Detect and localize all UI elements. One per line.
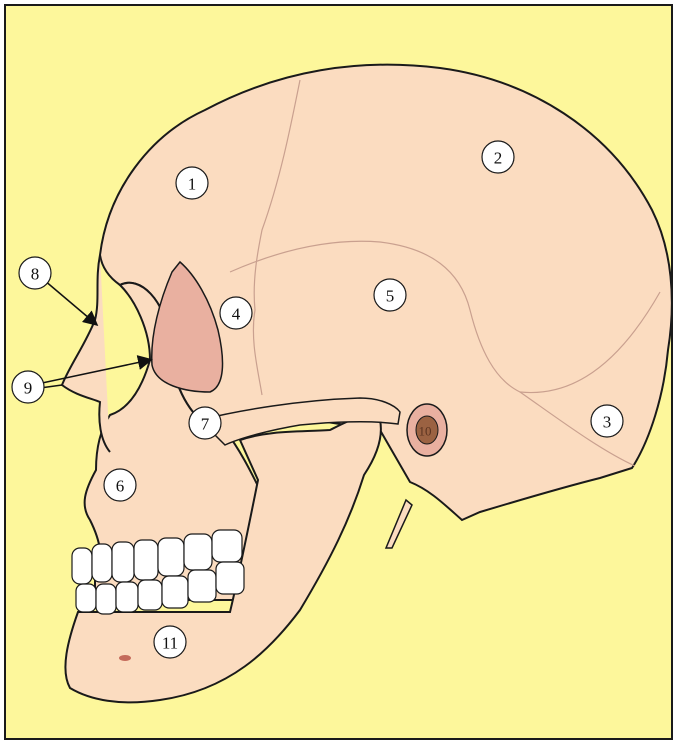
svg-text:7: 7	[201, 415, 210, 434]
svg-text:2: 2	[494, 149, 503, 168]
nasal-outline	[62, 255, 110, 452]
svg-text:6: 6	[116, 477, 125, 496]
label-4: 4	[220, 297, 252, 329]
svg-text:10: 10	[419, 424, 432, 439]
svg-text:4: 4	[232, 305, 241, 324]
label-7: 7	[189, 407, 221, 439]
svg-text:5: 5	[386, 287, 395, 306]
svg-text:1: 1	[188, 175, 197, 194]
styloid-process	[386, 500, 412, 548]
label-2: 2	[482, 141, 514, 173]
svg-text:9: 9	[24, 379, 33, 398]
label-10: 10	[419, 424, 432, 439]
label-6: 6	[104, 469, 136, 501]
label-8: 8	[19, 257, 51, 289]
label-8-arrow	[44, 280, 96, 324]
label-5: 5	[374, 279, 406, 311]
svg-text:8: 8	[31, 265, 40, 284]
label-3: 3	[591, 405, 623, 437]
svg-text:11: 11	[162, 634, 178, 653]
svg-text:3: 3	[603, 413, 612, 432]
label-11: 11	[154, 626, 186, 658]
label-9: 9	[12, 371, 44, 403]
label-1: 1	[176, 167, 208, 199]
